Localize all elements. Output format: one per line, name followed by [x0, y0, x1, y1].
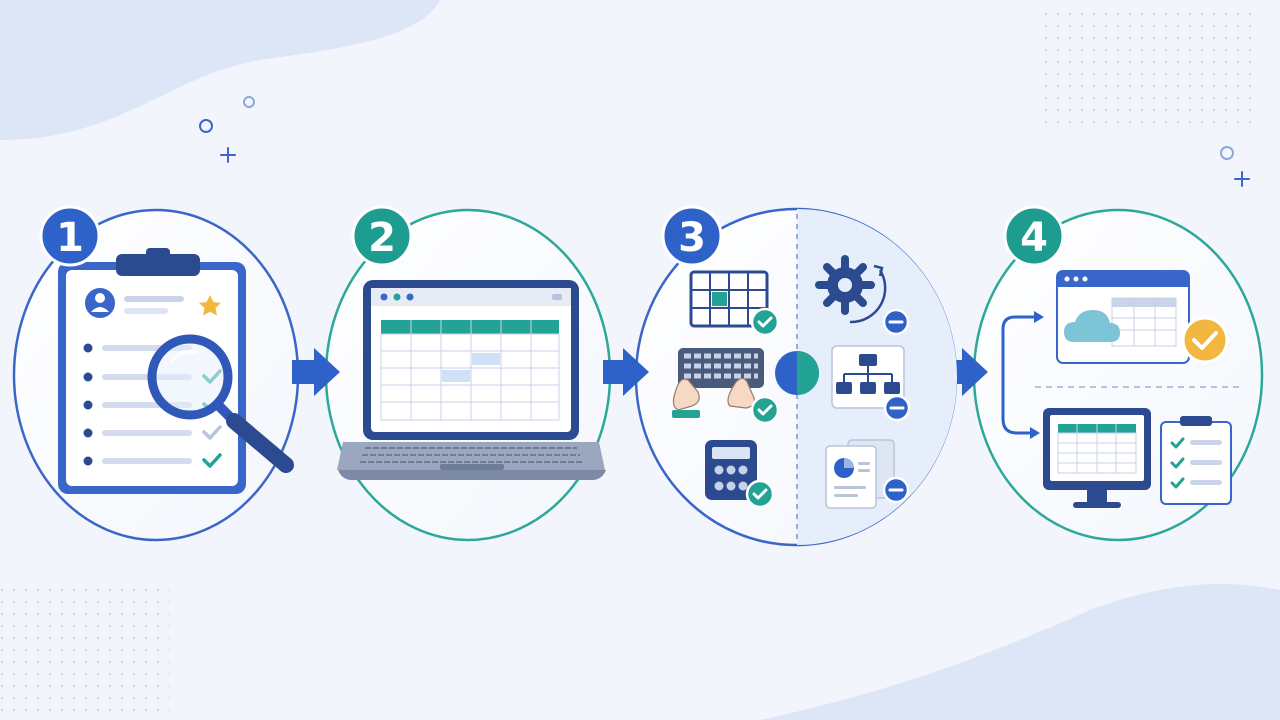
step-4-number: 4 — [1020, 215, 1048, 261]
task-clipboard-icon — [1160, 416, 1232, 505]
star-icon — [199, 295, 221, 316]
check-icon — [202, 425, 222, 440]
blob-bottom-right — [760, 584, 1280, 720]
step-2-number: 2 — [368, 215, 396, 261]
arrow-right-icon — [292, 348, 340, 396]
grid-check-icon — [689, 270, 780, 337]
org-chart-icon — [831, 345, 911, 422]
magnifier-icon — [147, 334, 294, 473]
dot-grid-bottom-left — [0, 585, 170, 715]
check-badge-icon — [1181, 316, 1229, 364]
blob-top-left — [0, 0, 440, 140]
branch-arrow-down — [1001, 395, 1031, 435]
deco-ring — [243, 96, 255, 108]
clipboard-review-icon — [58, 248, 294, 494]
step-4-badge: 4 — [1003, 205, 1065, 267]
gear-refresh-icon — [815, 255, 910, 336]
cloud-icon — [1064, 310, 1120, 342]
branch-arrow-up — [1001, 315, 1035, 395]
deco-ring — [1220, 146, 1234, 160]
check-icon — [202, 453, 222, 468]
laptop-spreadsheet-icon — [337, 280, 606, 480]
keyboard-typing-icon — [672, 348, 780, 425]
dot-grid-top-right — [1040, 5, 1260, 125]
split-tasks-icon — [672, 209, 957, 545]
step-3-number: 3 — [678, 215, 706, 261]
calculator-icon — [705, 440, 775, 509]
cloud-window-icon — [1056, 270, 1229, 364]
step-1-badge: 1 — [39, 205, 101, 267]
desktop-monitor-icon — [1043, 408, 1151, 508]
arrow-right-icon — [603, 348, 649, 396]
deco-plus — [1234, 171, 1250, 187]
step-3-badge: 3 — [661, 205, 723, 267]
spreadsheet-grid — [380, 320, 560, 421]
hand-icon — [672, 378, 700, 411]
deco-plus — [220, 147, 236, 163]
step-2-badge: 2 — [351, 205, 413, 267]
step-1-number: 1 — [56, 215, 84, 261]
report-document-icon — [825, 439, 910, 509]
deco-ring — [199, 119, 213, 133]
cloud-sync-icon — [1001, 270, 1240, 508]
